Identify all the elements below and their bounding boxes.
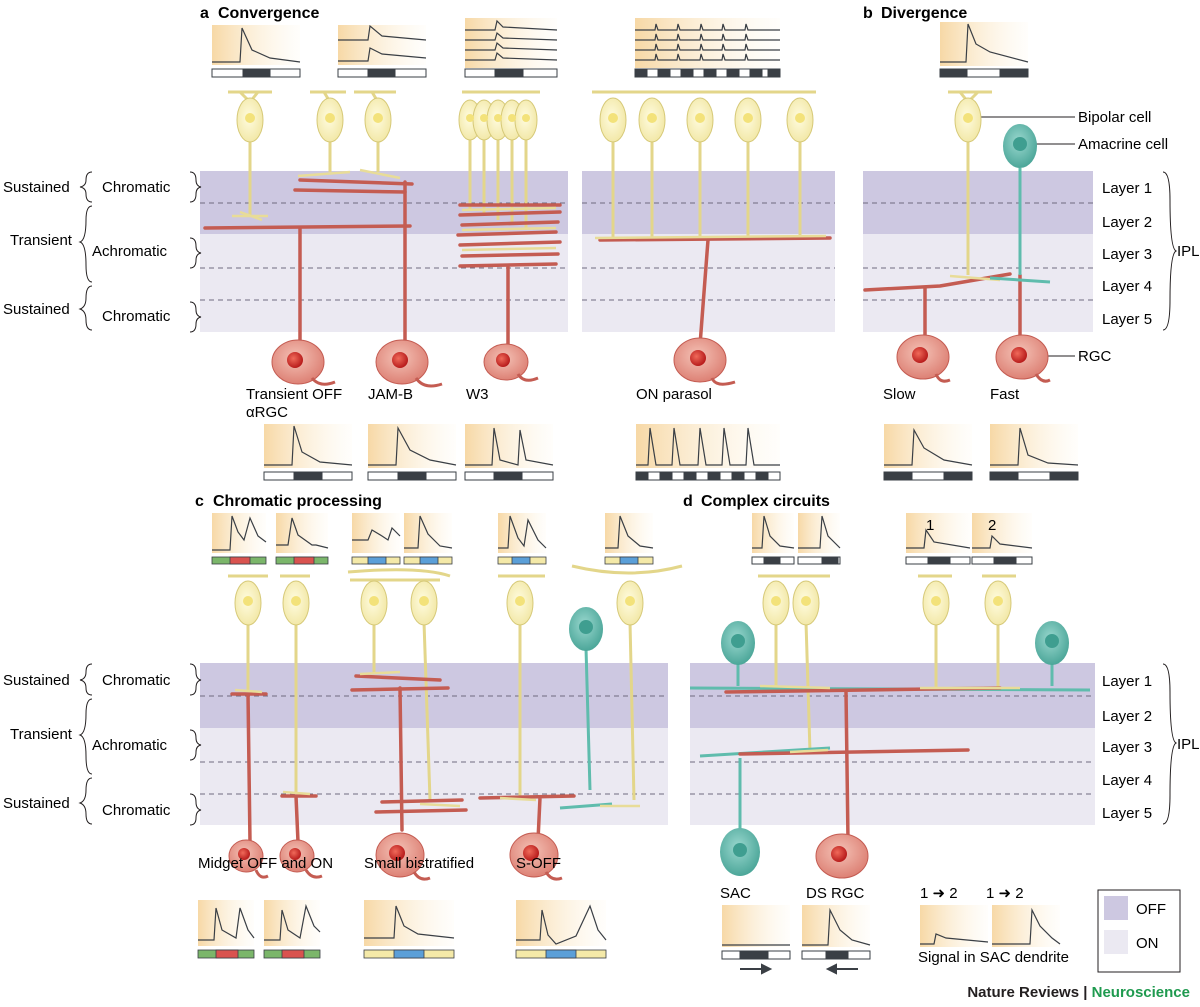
direction-arrows	[740, 963, 858, 975]
traces-c-bottom	[198, 900, 607, 946]
layer-4-label: Layer 4	[1102, 772, 1152, 789]
panel-a-title: Convergence	[218, 5, 319, 22]
panel-b-letter: b	[863, 5, 873, 22]
layer-1-label: Layer 1	[1102, 673, 1152, 690]
traces-d-top	[752, 513, 1033, 553]
chromatic-bars-c-bottom	[197, 949, 607, 959]
cell-name-ds-rgc: DS RGC	[806, 885, 865, 902]
cell-name-on-parasol: ON parasol	[636, 386, 712, 403]
cell-name-slow: Slow	[883, 386, 916, 403]
sac-dendrite-caption: Signal in SAC dendrite	[918, 949, 1069, 966]
response-traces-top	[264, 424, 1079, 468]
left-labels-top: Sustained Transient Sustained Chromatic …	[3, 171, 202, 333]
cell-names-c: Midget OFF and ON Small bistratified S-O…	[198, 855, 561, 872]
journal-name: Nature Reviews	[967, 984, 1080, 1001]
layer-2-label: Layer 2	[1102, 214, 1152, 231]
panel-d-title: Complex circuits	[701, 493, 830, 510]
legend-off-label: OFF	[1136, 901, 1166, 918]
stimulus-bars-mid	[263, 471, 1079, 481]
left-labels-bottom: Sustained Transient Sustained Chromatic …	[3, 663, 202, 826]
panel-c-letter: c	[195, 493, 204, 510]
label-chromatic: Chromatic	[102, 179, 171, 196]
layer-4-label: Layer 4	[1102, 278, 1152, 295]
cell-name-jam-b: JAM-B	[368, 386, 413, 403]
sequence-b-label: 1 ➜ 2	[986, 885, 1024, 902]
bipolar-cells-top	[228, 90, 992, 275]
cell-names-d: SAC DS RGC 1 ➜ 2 1 ➜ 2 Signal in SAC den…	[720, 885, 1069, 966]
traces-c-top	[212, 513, 654, 553]
traces-top	[212, 18, 1029, 68]
label-sustained: Sustained	[3, 179, 70, 196]
label-sustained: Sustained	[3, 795, 70, 812]
step-1-label: 1	[926, 517, 934, 534]
panel-b-title: Divergence	[881, 5, 967, 22]
legend: OFF ON	[1097, 889, 1181, 973]
label-sustained: Sustained	[3, 672, 70, 689]
rgc-dendrites-top	[203, 178, 1022, 354]
layer-labels-bottom: Layer 1 Layer 2 Layer 3 Layer 4 Layer 5 …	[1102, 663, 1200, 825]
label-transient: Transient	[10, 726, 73, 743]
layer-5-label: Layer 5	[1102, 805, 1152, 822]
cell-name-s-off: S-OFF	[516, 855, 561, 872]
label-achromatic: Achromatic	[92, 243, 168, 260]
label-sustained: Sustained	[3, 301, 70, 318]
chromatic-bars-c-top	[211, 556, 654, 565]
amacrine-b	[989, 124, 1051, 284]
panel-d-letter: d	[683, 493, 693, 510]
ipl-label: IPL	[1177, 243, 1200, 260]
layer-3-label: Layer 3	[1102, 246, 1152, 263]
cells-d	[689, 574, 1091, 879]
layer-1-label: Layer 1	[1102, 180, 1152, 197]
journal-footer: Nature Reviews | Neuroscience	[967, 984, 1190, 1001]
cells-c	[228, 564, 683, 881]
amacrine-cell-label: Amacrine cell	[1078, 136, 1168, 153]
ipl-label: IPL	[1177, 736, 1200, 753]
cell-name-w3: W3	[466, 386, 489, 403]
layer-2-label: Layer 2	[1102, 708, 1152, 725]
cell-name-midget: Midget OFF and ON	[198, 855, 333, 872]
journal-subject: Neuroscience	[1091, 984, 1190, 1001]
cell-name-fast: Fast	[990, 386, 1020, 403]
cell-name-transient-off: Transient OFF	[246, 386, 342, 403]
layer-5-label: Layer 5	[1102, 311, 1152, 328]
bipolar-cell-label: Bipolar cell	[1078, 109, 1151, 126]
layer-labels-top: Layer 1 Layer 2 Layer 3 Layer 4 Layer 5 …	[1102, 171, 1200, 331]
stimulus-bars-top	[211, 68, 1029, 78]
label-chromatic: Chromatic	[102, 308, 171, 325]
rgc-somas-top	[271, 334, 1051, 388]
cell-names-top: Transient OFF αRGC JAM-B W3 ON parasol S…	[246, 386, 1020, 421]
cell-callouts: Bipolar cell Amacrine cell RGC	[980, 109, 1168, 365]
sequence-a-label: 1 ➜ 2	[920, 885, 958, 902]
panel-a-letter: a	[200, 5, 209, 22]
ipl-bands-top	[200, 171, 1093, 332]
label-chromatic: Chromatic	[102, 672, 171, 689]
legend-on-label: ON	[1136, 935, 1159, 952]
traces-d-bottom	[722, 905, 1061, 947]
label-achromatic: Achromatic	[92, 737, 168, 754]
step-2-label: 2	[988, 517, 996, 534]
cell-name-small-bistratified: Small bistratified	[364, 855, 474, 872]
rgc-label: RGC	[1078, 348, 1112, 365]
panel-c-title: Chromatic processing	[213, 493, 382, 510]
label-chromatic: Chromatic	[102, 802, 171, 819]
footer-separator: |	[1079, 984, 1092, 1001]
cell-name-sac: SAC	[720, 885, 751, 902]
layer-3-label: Layer 3	[1102, 739, 1152, 756]
stimulus-bars-d-bottom	[721, 950, 871, 960]
cell-name-argc: αRGC	[246, 404, 288, 421]
stimulus-bars-d-top	[751, 556, 1033, 565]
label-transient: Transient	[10, 232, 73, 249]
